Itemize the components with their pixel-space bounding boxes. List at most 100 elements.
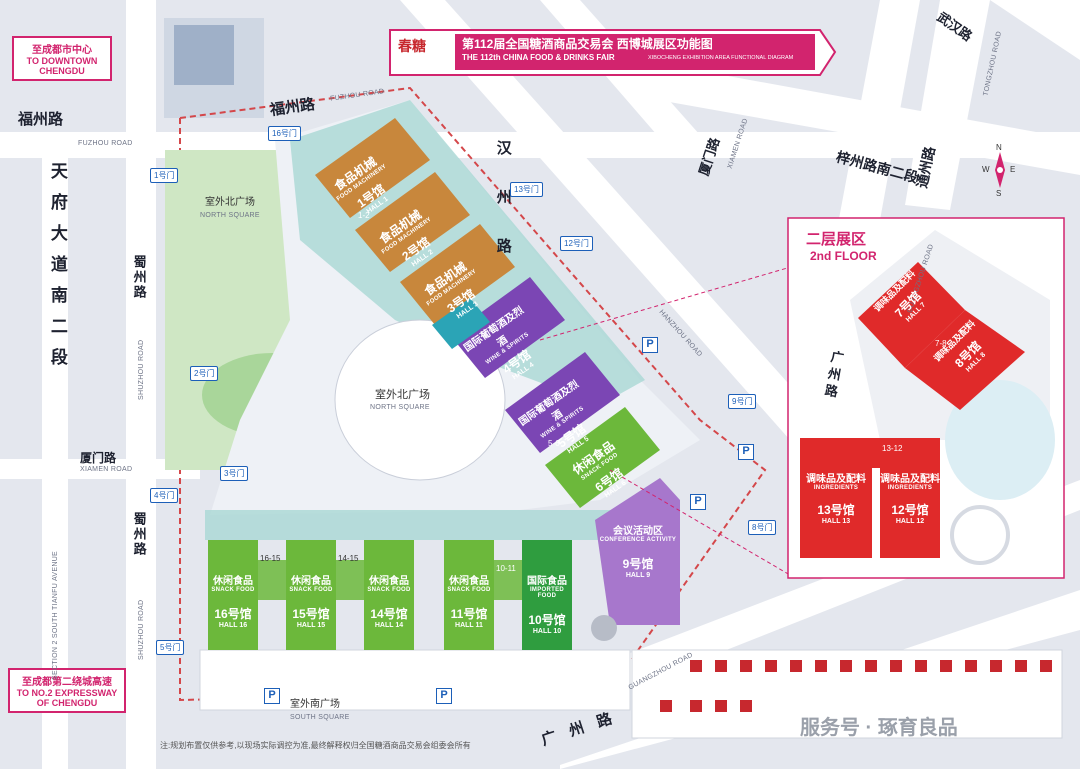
second-floor-pond bbox=[945, 380, 1055, 500]
hall-16-number: 16号馆 bbox=[214, 607, 252, 621]
connector-16-15-shape bbox=[258, 560, 286, 600]
hall-14-label: 休闲食品 SNACK FOOD 14号馆 HALL 14 bbox=[364, 572, 414, 629]
hall-11-number: 11号馆 bbox=[450, 607, 488, 621]
hall-14-category: 休闲食品 bbox=[369, 576, 409, 587]
hall-12-name: HALL 12 bbox=[895, 518, 925, 525]
hall-11-label: 休闲食品 SNACK FOOD 11号馆 HALL 11 bbox=[444, 572, 494, 629]
hall-9-label: 会议活动区 CONFERENCE ACTIVITY 9号馆 HALL 9 bbox=[598, 522, 678, 579]
connector-10-11: 10-11 bbox=[496, 564, 516, 573]
hall-11-category-en: SNACK FOOD bbox=[447, 587, 491, 593]
north-square-label-2-en: NORTH SQUARE bbox=[370, 404, 430, 411]
compass-e: E bbox=[1010, 165, 1016, 174]
hall-11-name: HALL 11 bbox=[455, 622, 483, 629]
hall-12-shape bbox=[880, 438, 940, 558]
hall-16-category: 休闲食品 bbox=[213, 576, 253, 587]
second-floor-title: 二层展区 bbox=[806, 231, 867, 248]
road-shuzhou-top: 蜀州路 bbox=[131, 255, 147, 300]
gate-16[interactable]: 16号门 bbox=[268, 126, 301, 141]
gate-8[interactable]: 8号门 bbox=[748, 520, 777, 535]
hall-16-shape bbox=[208, 540, 258, 650]
parking-icon-3: P bbox=[264, 688, 280, 704]
hall-1-shape bbox=[315, 118, 430, 218]
gate-2[interactable]: 2号门 bbox=[190, 366, 219, 381]
gate-1[interactable]: 1号门 bbox=[150, 168, 179, 183]
compass-s: S bbox=[996, 189, 1002, 198]
connector-13-12: 13-12 bbox=[882, 444, 903, 453]
hall-9-name: HALL 9 bbox=[625, 572, 651, 579]
banner-title: 第112届全国糖酒商品交易会 西博城展区功能图 bbox=[462, 37, 713, 51]
compass-n: N bbox=[996, 143, 1002, 152]
connector-1-2: 1-2 bbox=[358, 211, 370, 220]
compass-icon bbox=[995, 152, 1005, 188]
hall-2-shape bbox=[355, 172, 470, 272]
hall-15-category: 休闲食品 bbox=[291, 576, 331, 587]
road-xiamen-left-en: XIAMEN ROAD bbox=[80, 466, 133, 473]
hall-9-number: 9号馆 bbox=[622, 557, 654, 571]
hall-9-category: 会议活动区 bbox=[613, 526, 663, 537]
connector-16-15: 16-15 bbox=[260, 554, 281, 563]
banner-fill bbox=[455, 34, 815, 70]
gate-4[interactable]: 4号门 bbox=[150, 488, 179, 503]
hall-4-annex bbox=[432, 298, 490, 349]
second-floor-subtitle: 2nd FLOOR bbox=[810, 249, 877, 263]
connector-7-8: 7-8 bbox=[935, 339, 947, 348]
hall-16-label: 休闲食品 SNACK FOOD 16号馆 HALL 16 bbox=[208, 572, 258, 629]
destination-downtown: 至成都市中心 TO DOWNTOWN CHENGDU bbox=[12, 36, 112, 81]
hall-10-category-en: IMPORTED FOOD bbox=[529, 587, 565, 599]
hall-9-category-en: CONFERENCE ACTIVITY bbox=[599, 537, 677, 543]
hall-14-number: 14号馆 bbox=[370, 607, 408, 621]
road-shuzhou-bottom-en: SHUZHOU ROAD bbox=[138, 599, 145, 660]
connector-10-11-shape bbox=[494, 560, 522, 600]
road-tianfu: 天府大道南二段 bbox=[47, 162, 67, 379]
north-square-plaza bbox=[334, 319, 506, 481]
hall-6-shape bbox=[545, 407, 660, 508]
hall-10-category: 国际食品 bbox=[527, 576, 567, 587]
office-building-roof bbox=[174, 25, 234, 85]
hall-13-category: 调味品及配料 bbox=[806, 474, 866, 485]
destination-downtown-cn: 至成都市中心 bbox=[32, 45, 92, 56]
parking-icon-2: P bbox=[738, 444, 754, 460]
hall-12-category-en: INGREDIENTS bbox=[887, 485, 933, 491]
connector-5-6: 5-6 bbox=[548, 439, 560, 448]
gate-3[interactable]: 3号门 bbox=[220, 466, 249, 481]
hall-8-shape bbox=[905, 310, 1025, 410]
connector-15-14-shape bbox=[336, 560, 364, 600]
hall-7-shape bbox=[858, 262, 965, 368]
hall-11-category: 休闲食品 bbox=[449, 576, 489, 587]
south-square-label: 室外南广场 bbox=[290, 699, 340, 710]
banner-title-en: THE 112th CHINA FOOD & DRINKS FAIR bbox=[462, 53, 615, 62]
north-square-label-1-en: NORTH SQUARE bbox=[200, 212, 260, 219]
gate-12[interactable]: 12号门 bbox=[560, 236, 593, 251]
hall-10-shape bbox=[522, 540, 572, 650]
hall-15-category-en: SNACK FOOD bbox=[289, 587, 333, 593]
hall-9-shape bbox=[595, 478, 680, 625]
north-square-label-1: 室外北广场 bbox=[205, 197, 255, 208]
compass-w: W bbox=[982, 165, 990, 174]
connector-14-15: 14-15 bbox=[338, 554, 359, 563]
destination-downtown-en1: TO DOWNTOWN bbox=[26, 56, 98, 66]
hall-13-name: HALL 13 bbox=[821, 518, 851, 525]
banner-subtitle-en: XIBOCHENG EXHIBITION AREA FUNCTIONAL DIA… bbox=[648, 55, 794, 61]
second-floor-roundabout bbox=[950, 505, 1010, 565]
destination-expressway: 至成都第二绕城高速 TO NO.2 EXPRESSWAY OF CHENGDU bbox=[8, 668, 126, 713]
south-walkway bbox=[205, 510, 625, 540]
guide-line-top bbox=[539, 224, 936, 341]
hall-4-shape bbox=[450, 277, 565, 378]
hall-10-name: HALL 10 bbox=[532, 628, 562, 635]
road-fuzhou-left: 福州路 bbox=[18, 111, 64, 128]
hall-11-shape bbox=[444, 540, 494, 650]
hall-16-category-en: SNACK FOOD bbox=[211, 587, 255, 593]
hall-9-rotunda bbox=[591, 615, 617, 641]
gate-9[interactable]: 9号门 bbox=[728, 394, 757, 409]
road-shuzhou-bottom: 蜀州路 bbox=[131, 512, 147, 557]
legend-icons bbox=[660, 660, 1052, 712]
south-square-label-en: SOUTH SQUARE bbox=[290, 714, 350, 721]
hall-3-shape bbox=[400, 224, 515, 325]
road-fuzhou-left-en: FUZHOU ROAD bbox=[78, 140, 133, 147]
gate-13[interactable]: 13号门 bbox=[510, 182, 543, 197]
hall-5-shape bbox=[505, 352, 620, 453]
parking-icon-1: P bbox=[642, 337, 658, 353]
road-han: 汉州路 bbox=[494, 140, 512, 287]
gate-5[interactable]: 5号门 bbox=[156, 640, 185, 655]
